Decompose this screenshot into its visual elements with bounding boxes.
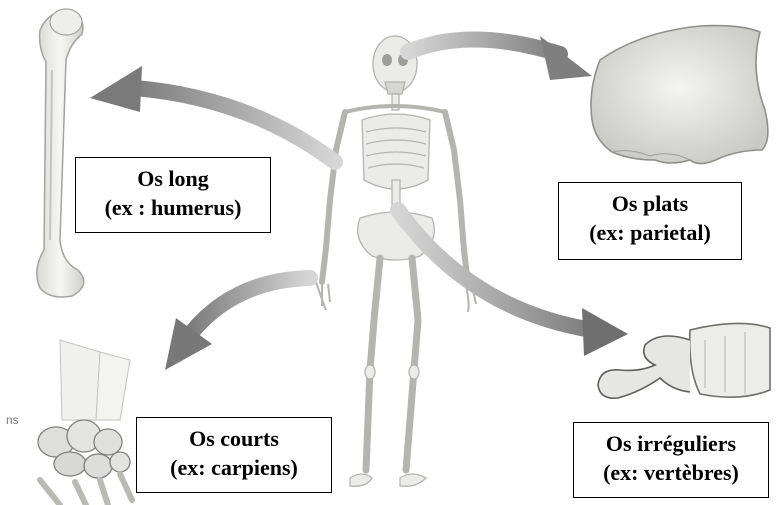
- label-short-bone-example: (ex: carpiens): [147, 453, 321, 482]
- label-irregular-bone-example: (ex: vertèbres): [584, 458, 758, 487]
- humerus-illustration: [37, 9, 84, 297]
- label-flat-bone-title: Os plats: [569, 189, 731, 218]
- carpals-illustration: [38, 340, 132, 505]
- label-short-bone-title: Os courts: [147, 424, 321, 453]
- label-long-bone-example: (ex : humerus): [86, 193, 260, 222]
- fragment-text: ns: [6, 413, 19, 427]
- label-long-bone: Os long (ex : humerus): [75, 157, 271, 233]
- label-flat-bone: Os plats (ex: parietal): [558, 182, 742, 260]
- arrow-to-short-bone: [165, 278, 310, 370]
- label-short-bone: Os courts (ex: carpiens): [136, 417, 332, 493]
- label-irregular-bone-title: Os irréguliers: [584, 429, 758, 458]
- label-irregular-bone: Os irréguliers (ex: vertèbres): [573, 422, 769, 498]
- label-flat-bone-example: (ex: parietal): [569, 218, 731, 247]
- arrow-to-long-bone: [90, 66, 335, 162]
- arrow-to-flat-bone: [408, 36, 592, 80]
- label-long-bone-title: Os long: [86, 164, 260, 193]
- parietal-illustration: [591, 26, 768, 164]
